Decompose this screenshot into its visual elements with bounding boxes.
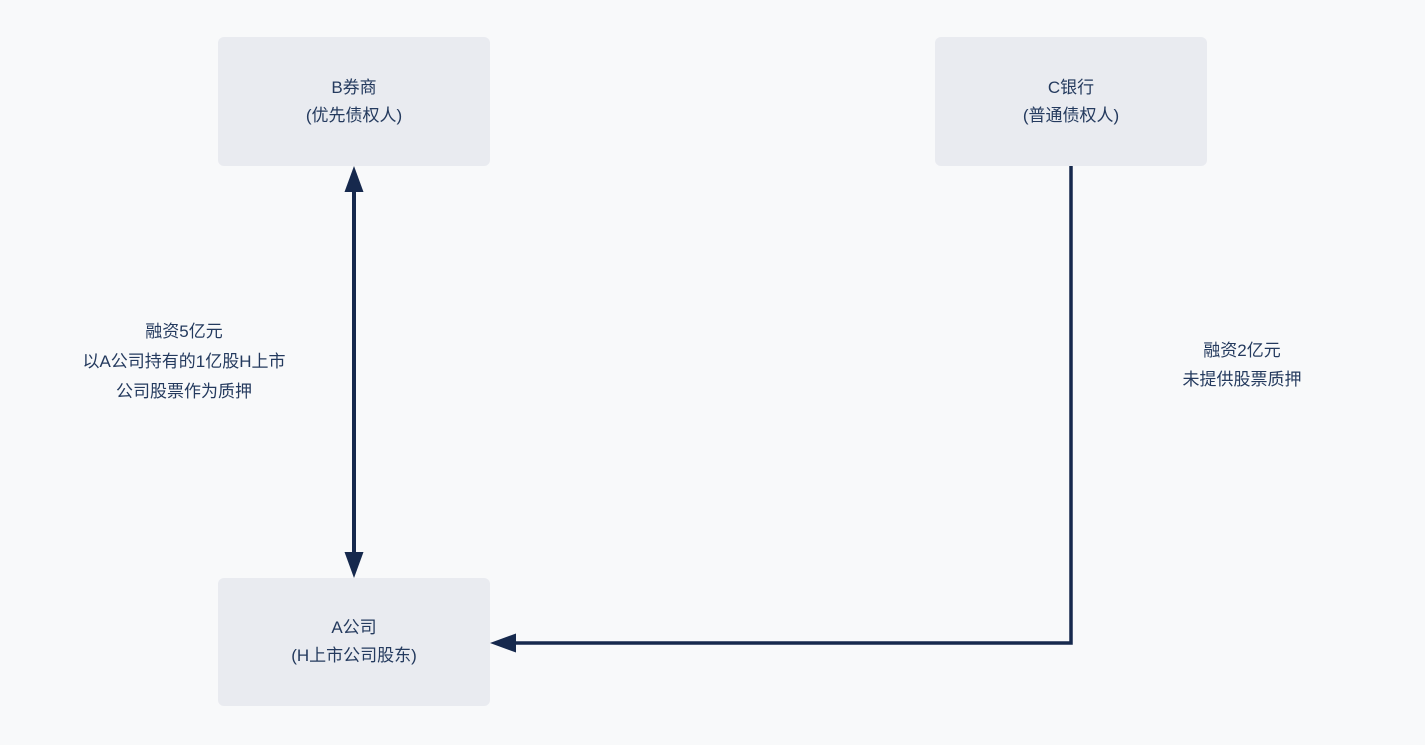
edge-b-a-label-line-2: 以A公司持有的1亿股H上市 bbox=[82, 352, 286, 371]
arrowhead-left-icon bbox=[490, 633, 516, 653]
edge-c-a-label: 融资2亿元 未提供股票质押 bbox=[1092, 336, 1392, 394]
node-b-broker: B券商 (优先债权人) bbox=[218, 37, 490, 166]
node-a-company: A公司 (H上市公司股东) bbox=[218, 578, 490, 706]
edge-c-a-label-line-2: 未提供股票质押 bbox=[1182, 370, 1302, 389]
node-a-company-title: A公司 bbox=[331, 618, 377, 637]
edge-c-a-label-line-1: 融资2亿元 bbox=[1203, 341, 1281, 360]
arrowhead-up-icon bbox=[344, 166, 364, 192]
node-c-bank: C银行 (普通债权人) bbox=[935, 37, 1207, 166]
arrowhead-down-icon bbox=[344, 552, 364, 578]
node-a-company-subtitle: (H上市公司股东) bbox=[291, 646, 417, 665]
node-b-broker-title: B券商 bbox=[331, 77, 377, 97]
edge-b-a-double-arrow bbox=[344, 166, 364, 578]
edge-b-a-label: 融资5亿元 以A公司持有的1亿股H上市 公司股票作为质押 bbox=[24, 317, 344, 407]
edge-b-a-label-line-1: 融资5亿元 bbox=[145, 322, 223, 341]
node-c-bank-subtitle: (普通债权人) bbox=[1022, 105, 1120, 125]
node-b-broker-subtitle: (优先债权人) bbox=[305, 105, 403, 125]
edge-b-a-label-line-3: 公司股票作为质押 bbox=[116, 382, 252, 401]
edge-c-a-elbow-arrow bbox=[490, 166, 1073, 653]
node-c-bank-title: C银行 bbox=[1047, 77, 1095, 97]
